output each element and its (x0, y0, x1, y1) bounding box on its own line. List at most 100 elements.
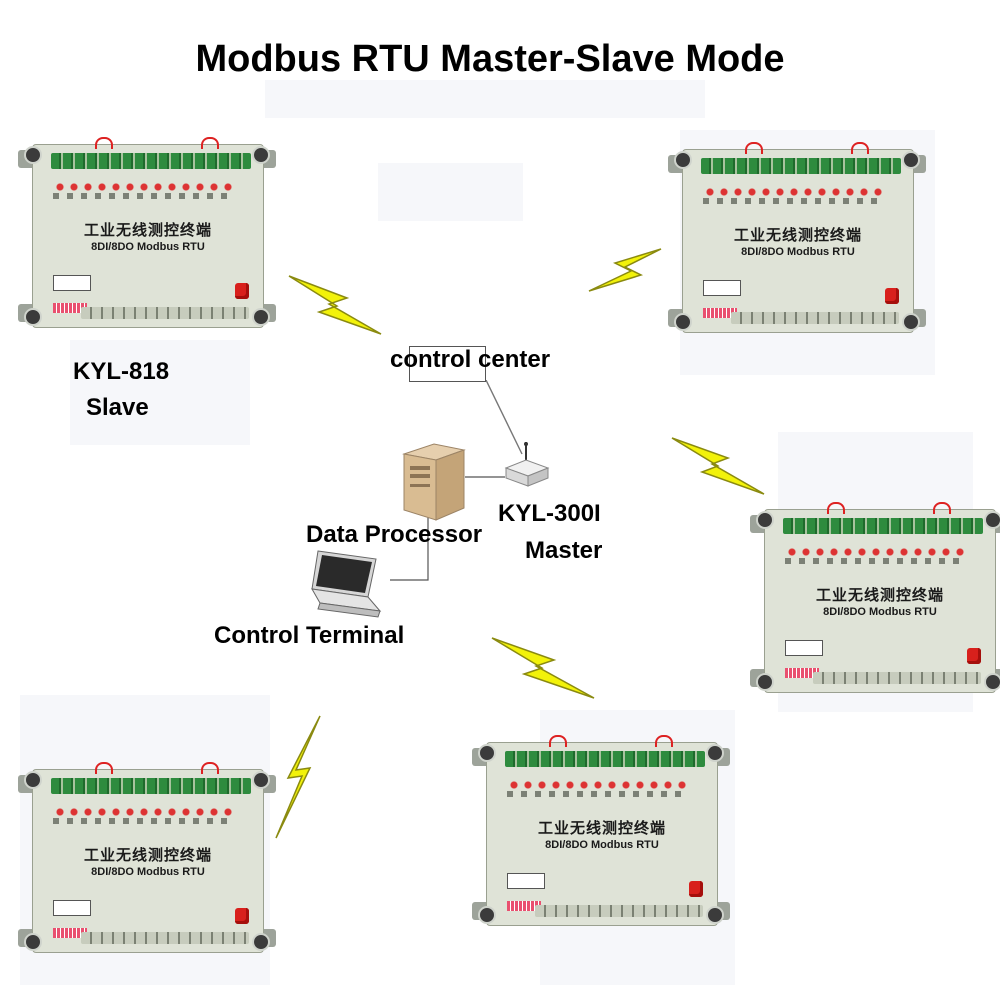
terminal-block (81, 307, 249, 319)
device-model-text: 8DI/8DO Modbus RTU (823, 606, 937, 618)
wireless-link-icon (275, 715, 321, 839)
latch-icon (201, 762, 219, 774)
mount-hole-icon (984, 673, 1000, 691)
latch-icon (933, 502, 951, 514)
led-labels (703, 198, 883, 204)
device-model-text: 8DI/8DO Modbus RTU (91, 241, 205, 253)
device-body: 工业无线测控终端 8DI/8DO Modbus RTU (764, 502, 996, 693)
device-body: 工业无线测控终端 8DI/8DO Modbus RTU (486, 735, 718, 926)
slave-device-top-right: 工业无线测控终端 8DI/8DO Modbus RTU (668, 142, 926, 335)
server-icon (402, 443, 466, 521)
mount-hole-icon (674, 151, 692, 169)
mount-hole-icon (252, 933, 270, 951)
dip-switch (507, 901, 541, 911)
antenna-connector-icon (885, 288, 899, 304)
device-tag (703, 280, 741, 296)
device-model-text: 8DI/8DO Modbus RTU (545, 839, 659, 851)
control-center-box (409, 346, 486, 382)
antenna-connector-icon (967, 648, 981, 664)
diagram-title: Modbus RTU Master-Slave Mode (195, 38, 785, 80)
master-role-label: Master (525, 537, 603, 564)
mount-hole-icon (706, 906, 724, 924)
terminal-block (535, 905, 703, 917)
control-terminal-label: Control Terminal (214, 622, 405, 649)
terminal-block (701, 158, 901, 174)
device-chinese-title: 工业无线测控终端 (537, 820, 666, 837)
device-body: 工业无线测控终端 8DI/8DO Modbus RTU (32, 762, 264, 953)
wireless-link-icon (588, 248, 662, 292)
wireless-link-icon (491, 637, 595, 699)
latch-icon (745, 142, 763, 154)
led-row (53, 806, 233, 818)
led-labels (785, 558, 965, 564)
latch-icon (851, 142, 869, 154)
dip-switch (53, 928, 87, 938)
led-row (53, 181, 233, 193)
data-processor-label: Data Processor (306, 521, 483, 548)
terminal-block (731, 312, 899, 324)
led-labels (53, 818, 233, 824)
wireless-link-icon (671, 437, 765, 495)
latch-icon (95, 137, 113, 149)
mount-hole-icon (24, 771, 42, 789)
device-chinese-title: 工业无线测控终端 (815, 587, 944, 604)
device-body: 工业无线测控终端 8DI/8DO Modbus RTU (32, 137, 264, 328)
latch-icon (201, 137, 219, 149)
mount-hole-icon (984, 511, 1000, 529)
terminal-block (505, 751, 705, 767)
slave-device-top-left: 工业无线测控终端 8DI/8DO Modbus RTU (18, 137, 276, 330)
background-panel (70, 340, 250, 445)
slave-role-label: Slave (86, 394, 149, 421)
led-row (703, 186, 883, 198)
terminal-block (813, 672, 981, 684)
background-panel (265, 80, 705, 118)
dip-switch (703, 308, 737, 318)
laptop-icon (311, 550, 382, 618)
mount-hole-icon (756, 511, 774, 529)
mount-hole-icon (252, 308, 270, 326)
device-model-text: 8DI/8DO Modbus RTU (741, 246, 855, 258)
led-labels (53, 193, 233, 199)
mount-hole-icon (902, 313, 920, 331)
device-body: 工业无线测控终端 8DI/8DO Modbus RTU (682, 142, 914, 333)
led-row (785, 546, 965, 558)
background-panel (378, 163, 523, 221)
wireless-link-icon (288, 275, 382, 335)
control-center-label: control center (390, 346, 551, 373)
terminal-block (51, 778, 251, 794)
antenna-connector-icon (235, 908, 249, 924)
device-chinese-title: 工业无线测控终端 (83, 847, 212, 864)
device-tag (507, 873, 545, 889)
mount-hole-icon (24, 146, 42, 164)
device-tag (53, 900, 91, 916)
slave-model-label: KYL-818 (73, 358, 170, 385)
terminal-block (783, 518, 983, 534)
mount-hole-icon (252, 146, 270, 164)
device-tag (785, 640, 823, 656)
master-radio-icon (504, 442, 550, 487)
device-chinese-title: 工业无线测控终端 (83, 222, 212, 239)
mount-hole-icon (24, 308, 42, 326)
device-chinese-title: 工业无线测控终端 (733, 227, 862, 244)
mount-hole-icon (478, 906, 496, 924)
mount-hole-icon (252, 771, 270, 789)
master-model-label: KYL-300I (498, 500, 601, 527)
latch-icon (827, 502, 845, 514)
antenna-connector-icon (689, 881, 703, 897)
dip-switch (53, 303, 87, 313)
antenna-connector-icon (235, 283, 249, 299)
device-tag (53, 275, 91, 291)
mount-hole-icon (756, 673, 774, 691)
device-model-text: 8DI/8DO Modbus RTU (91, 866, 205, 878)
slave-device-bottom-center: 工业无线测控终端 8DI/8DO Modbus RTU (472, 735, 730, 928)
mount-hole-icon (24, 933, 42, 951)
mount-hole-icon (706, 744, 724, 762)
slave-device-middle-right: 工业无线测控终端 8DI/8DO Modbus RTU (750, 502, 1000, 695)
latch-icon (95, 762, 113, 774)
latch-icon (655, 735, 673, 747)
terminal-block (81, 932, 249, 944)
mount-hole-icon (478, 744, 496, 762)
led-row (507, 779, 687, 791)
mount-hole-icon (674, 313, 692, 331)
led-labels (507, 791, 687, 797)
